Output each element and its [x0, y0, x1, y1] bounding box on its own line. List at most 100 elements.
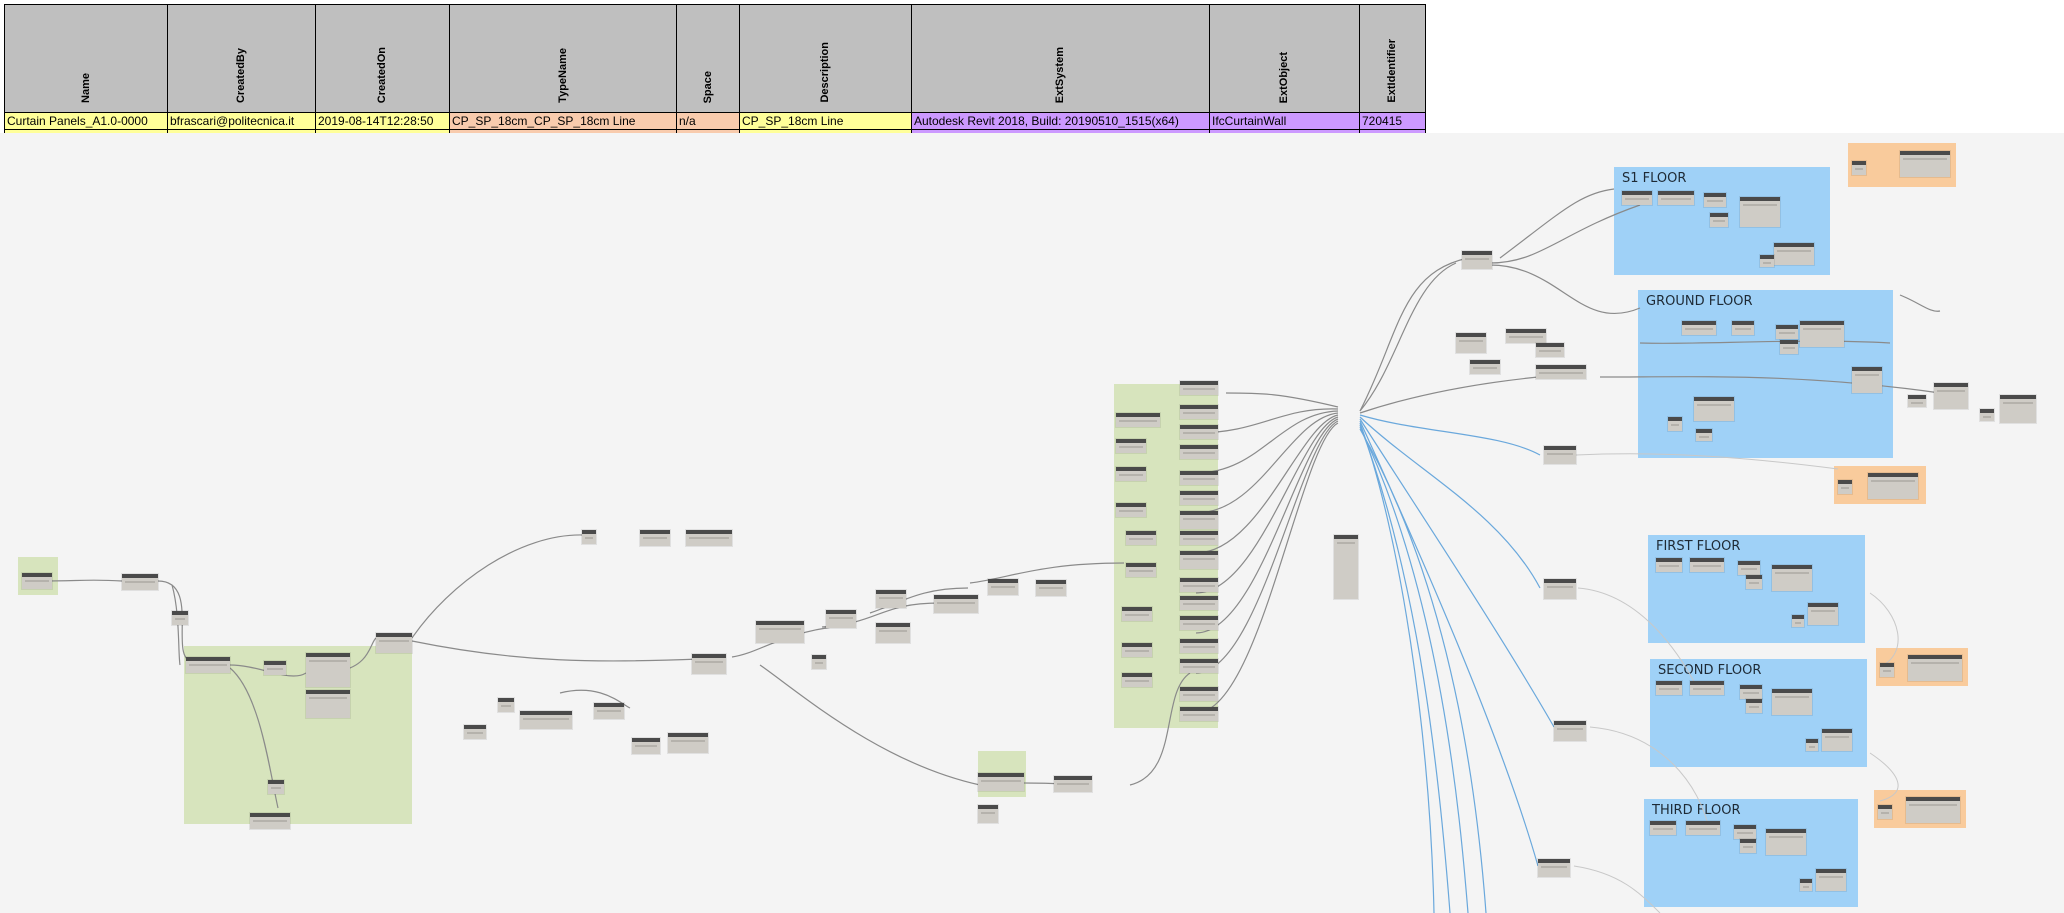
node[interactable] [1180, 639, 1218, 653]
node[interactable] [1544, 446, 1576, 464]
node[interactable] [1740, 839, 1756, 853]
node[interactable] [1694, 397, 1734, 421]
node[interactable] [1908, 655, 1962, 681]
node[interactable] [1538, 859, 1570, 877]
node[interactable] [1180, 578, 1218, 592]
node[interactable] [1746, 699, 1762, 713]
node[interactable] [1838, 480, 1852, 494]
node[interactable] [1704, 193, 1726, 207]
node[interactable] [686, 530, 732, 546]
node[interactable] [1746, 575, 1762, 589]
node[interactable] [1544, 579, 1576, 599]
node[interactable] [1650, 821, 1676, 835]
node[interactable] [1732, 321, 1754, 335]
node[interactable] [1536, 343, 1564, 357]
node[interactable] [876, 623, 910, 643]
node[interactable] [268, 780, 284, 794]
node[interactable] [2000, 395, 2036, 423]
node[interactable] [1690, 681, 1724, 695]
node[interactable] [1506, 329, 1546, 343]
floor-group-first[interactable]: FIRST FLOOR [1648, 535, 1865, 643]
node[interactable] [1852, 367, 1882, 393]
node[interactable] [1180, 425, 1218, 439]
column-header[interactable]: CreatedBy [167, 4, 316, 113]
node[interactable] [1774, 243, 1814, 265]
node[interactable] [1054, 776, 1092, 792]
column-header[interactable]: Name [4, 4, 168, 113]
node[interactable] [250, 813, 290, 829]
node[interactable] [1740, 197, 1780, 227]
node[interactable] [1180, 491, 1218, 505]
node[interactable] [1980, 409, 1994, 421]
column-header[interactable]: TypeName [449, 4, 677, 113]
table-cell[interactable]: 2019-08-14T12:28:50 [315, 112, 450, 130]
column-header[interactable]: CreatedOn [315, 4, 450, 113]
node[interactable] [1622, 191, 1652, 205]
node[interactable] [978, 805, 998, 823]
node[interactable] [1808, 603, 1838, 625]
dynamo-graph-canvas[interactable]: S1 FLOOR GROUND FLOOR FIRST FLOOR SECOND… [0, 133, 2064, 913]
node[interactable] [1462, 251, 1492, 269]
node[interactable] [756, 621, 804, 643]
node[interactable] [692, 654, 726, 674]
column-header[interactable]: Space [676, 4, 740, 113]
table-cell[interactable]: 720415 [1359, 112, 1426, 130]
node[interactable] [1180, 381, 1218, 395]
node[interactable] [1180, 471, 1218, 485]
node[interactable] [594, 703, 624, 719]
column-header[interactable]: Description [739, 4, 912, 113]
node[interactable] [1658, 191, 1694, 205]
list-create-node[interactable] [1334, 535, 1358, 599]
node[interactable] [1792, 615, 1804, 627]
node[interactable] [1738, 561, 1760, 575]
node[interactable] [988, 579, 1018, 595]
node[interactable] [122, 574, 158, 590]
node[interactable] [1116, 439, 1146, 453]
node[interactable] [632, 738, 660, 754]
node[interactable] [1806, 739, 1818, 751]
node[interactable] [1878, 805, 1892, 819]
node[interactable] [1122, 607, 1152, 621]
node[interactable] [1656, 681, 1682, 695]
node[interactable] [1126, 563, 1156, 577]
node[interactable] [1686, 821, 1720, 835]
node[interactable] [1776, 325, 1798, 339]
node[interactable] [464, 725, 486, 739]
node[interactable] [1470, 360, 1500, 374]
node[interactable] [1780, 340, 1798, 354]
node[interactable] [1536, 365, 1586, 379]
node[interactable] [1036, 580, 1066, 596]
node[interactable] [812, 655, 826, 669]
node[interactable] [306, 690, 350, 718]
table-cell[interactable]: n/a [676, 112, 740, 130]
node[interactable] [582, 530, 596, 544]
node[interactable] [1800, 321, 1844, 347]
node[interactable] [186, 657, 230, 673]
node[interactable] [1868, 473, 1918, 499]
table-cell[interactable]: Autodesk Revit 2018, Build: 20190510_151… [911, 112, 1210, 130]
node[interactable] [1822, 729, 1852, 751]
node[interactable] [520, 711, 572, 729]
node[interactable] [1760, 255, 1774, 267]
node[interactable] [1772, 565, 1812, 591]
node[interactable] [1180, 596, 1218, 610]
node[interactable] [1816, 869, 1846, 891]
node[interactable] [1800, 879, 1812, 891]
node[interactable] [1180, 659, 1218, 673]
node[interactable] [1710, 213, 1728, 227]
node[interactable] [1180, 707, 1218, 721]
node[interactable] [1180, 511, 1218, 529]
node[interactable] [1900, 151, 1950, 177]
column-header[interactable]: ExtObject [1209, 4, 1360, 113]
node[interactable] [978, 773, 1024, 791]
node[interactable] [1554, 721, 1586, 741]
node[interactable] [1908, 395, 1926, 407]
node[interactable] [1906, 797, 1960, 823]
node[interactable] [934, 595, 978, 613]
node[interactable] [1934, 383, 1968, 409]
node[interactable] [640, 530, 670, 546]
node[interactable] [1656, 558, 1682, 572]
node[interactable] [22, 573, 52, 589]
node[interactable] [1116, 503, 1146, 517]
column-header[interactable]: ExtIdentifier [1359, 4, 1426, 113]
